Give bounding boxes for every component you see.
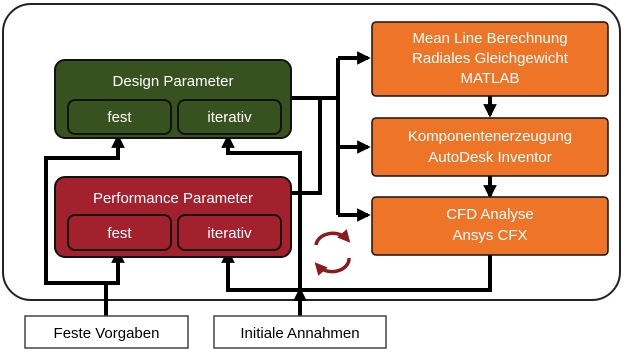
design-parameter-group: Design Parameter fest iterativ	[54, 59, 292, 139]
design-iterativ-label: iterativ	[207, 109, 252, 126]
cfd-group: CFD Analyse Ansys CFX	[371, 196, 609, 256]
performance-parameter-title: Performance Parameter	[93, 190, 253, 207]
feste-vorgaben-label: Feste Vorgaben	[54, 325, 160, 342]
design-iterativ-box	[177, 99, 282, 135]
cfd-feedback-line	[221, 249, 492, 292]
feste-to-perf-fest-line	[106, 249, 125, 285]
performance-iterativ-box	[177, 214, 282, 251]
performance-fest-box	[67, 214, 172, 251]
design-fest-box	[67, 99, 172, 135]
komponenten-line2: AutoDesk Inventor	[428, 149, 551, 166]
initiale-annahmen-group: Initiale Annahmen	[213, 315, 387, 349]
initiale-annahmen-label: Initiale Annahmen	[240, 325, 359, 342]
cfd-box	[371, 196, 609, 256]
design-fest-label: fest	[107, 109, 132, 126]
meanline-box	[371, 21, 609, 97]
komponenten-group: Komponentenerzeugung AutoDesk Inventor	[371, 117, 609, 177]
connector-lines	[44, 51, 497, 316]
feedback-to-design-iterativ-line	[221, 134, 302, 290]
performance-parameter-group: Performance Parameter fest iterativ	[54, 176, 292, 258]
design-parameter-title: Design Parameter	[113, 73, 234, 90]
cycle-icon	[314, 229, 351, 276]
komponenten-box	[371, 117, 609, 177]
meanline-line3: MATLAB	[461, 70, 520, 87]
performance-iterativ-label: iterativ	[207, 225, 252, 242]
feste-vorgaben-box	[24, 315, 189, 349]
initiale-annahmen-box	[213, 315, 387, 349]
meanline-line2: Radiales Gleichgewicht	[412, 50, 569, 67]
cfd-line2: Ansys CFX	[452, 227, 527, 244]
cfd-line1: CFD Analyse	[446, 206, 534, 223]
meanline-line1: Mean Line Berechnung	[412, 30, 567, 47]
feste-vorgaben-line	[44, 134, 125, 316]
performance-fest-label: fest	[107, 225, 132, 242]
feste-vorgaben-group: Feste Vorgaben	[24, 315, 189, 349]
meanline-group: Mean Line Berechnung Radiales Gleichgewi…	[371, 21, 609, 97]
komponenten-line1: Komponentenerzeugung	[408, 128, 572, 145]
